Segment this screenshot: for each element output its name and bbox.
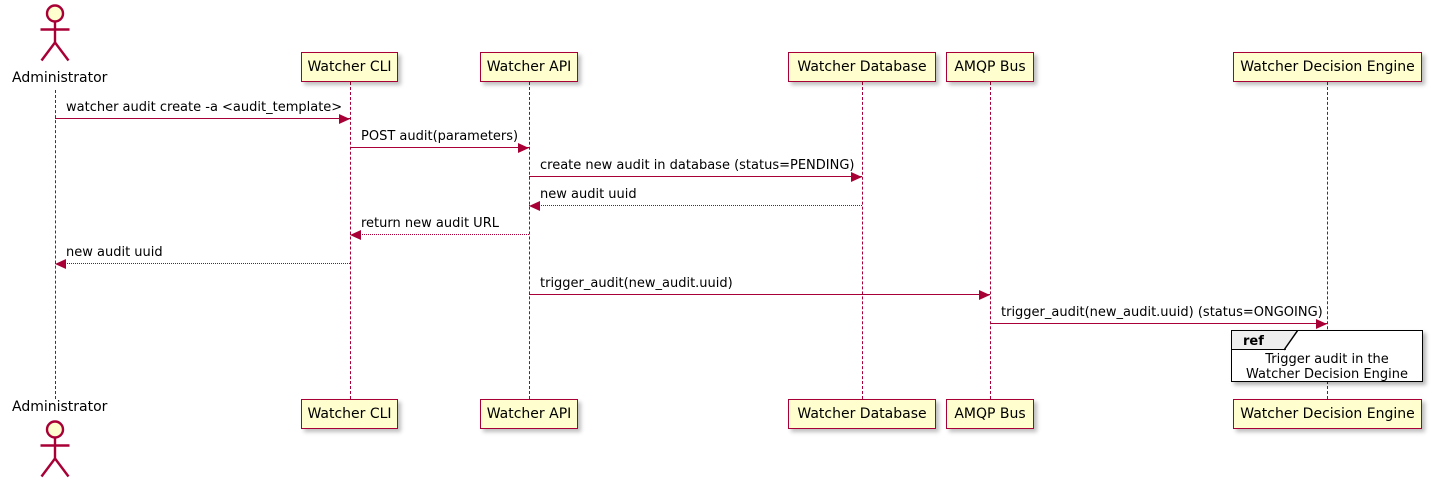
- ref-fragment-tab-label: ref: [1243, 334, 1264, 349]
- message-arrowhead-8: [1316, 319, 1327, 329]
- message-line-3: [529, 176, 862, 177]
- message-arrowhead-4: [529, 201, 540, 211]
- message-label-3: create new audit in database (status=PEN…: [540, 158, 855, 173]
- message-line-8: [990, 323, 1327, 324]
- lifeline-watcher-cli: [350, 82, 351, 399]
- message-arrowhead-6: [55, 259, 66, 269]
- message-label-8: trigger_audit(new_audit.uuid) (status=ON…: [1001, 305, 1323, 320]
- ref-fragment-tab-fold-edge: [1284, 330, 1300, 351]
- participant-amqp-bus[interactable]: AMQP Bus: [946, 52, 1034, 82]
- message-label-2: POST audit(parameters): [361, 129, 519, 144]
- lifeline-decision-engine: [1327, 82, 1328, 399]
- footer-participant-watcher-db[interactable]: Watcher Database: [788, 399, 936, 429]
- participant-decision-engine[interactable]: Watcher Decision Engine: [1233, 52, 1422, 82]
- footer-participant-watcher-cli[interactable]: Watcher CLI: [301, 399, 398, 429]
- message-label-5: return new audit URL: [361, 216, 499, 231]
- footer-participant-administrator: Administrator: [12, 399, 108, 415]
- actor-figure-top: [33, 2, 77, 64]
- participant-watcher-db[interactable]: Watcher Database: [788, 52, 936, 82]
- message-label-6: new audit uuid: [66, 245, 163, 260]
- message-line-1: [55, 118, 350, 119]
- ref-fragment-body-line: Trigger audit in the: [1265, 352, 1389, 367]
- participant-administrator: Administrator: [12, 70, 108, 86]
- footer-participant-decision-engine[interactable]: Watcher Decision Engine: [1233, 399, 1422, 429]
- ref-fragment-body-line: Watcher Decision Engine: [1246, 367, 1408, 382]
- message-arrowhead-3: [851, 172, 862, 182]
- footer-participant-watcher-api[interactable]: Watcher API: [480, 399, 578, 429]
- message-label-1: watcher audit create -a <audit_template>: [66, 100, 343, 115]
- message-label-7: trigger_audit(new_audit.uuid): [540, 276, 733, 291]
- message-arrowhead-7: [979, 290, 990, 300]
- message-line-2: [350, 147, 529, 148]
- message-arrowhead-5: [350, 230, 361, 240]
- message-arrowhead-2: [518, 143, 529, 153]
- lifeline-watcher-api: [529, 82, 530, 399]
- footer-participant-amqp-bus[interactable]: AMQP Bus: [946, 399, 1034, 429]
- actor-figure-bottom: [33, 418, 77, 480]
- lifeline-administrator: [55, 90, 56, 399]
- lifeline-amqp-bus: [990, 82, 991, 399]
- message-line-4: [529, 205, 862, 206]
- message-line-6: [55, 263, 350, 264]
- message-label-4: new audit uuid: [540, 187, 637, 202]
- message-line-5: [350, 234, 529, 235]
- message-arrowhead-1: [339, 114, 350, 124]
- message-line-7: [529, 294, 990, 295]
- participant-watcher-cli[interactable]: Watcher CLI: [301, 52, 398, 82]
- lifeline-watcher-db: [862, 82, 863, 399]
- participant-watcher-api[interactable]: Watcher API: [480, 52, 578, 82]
